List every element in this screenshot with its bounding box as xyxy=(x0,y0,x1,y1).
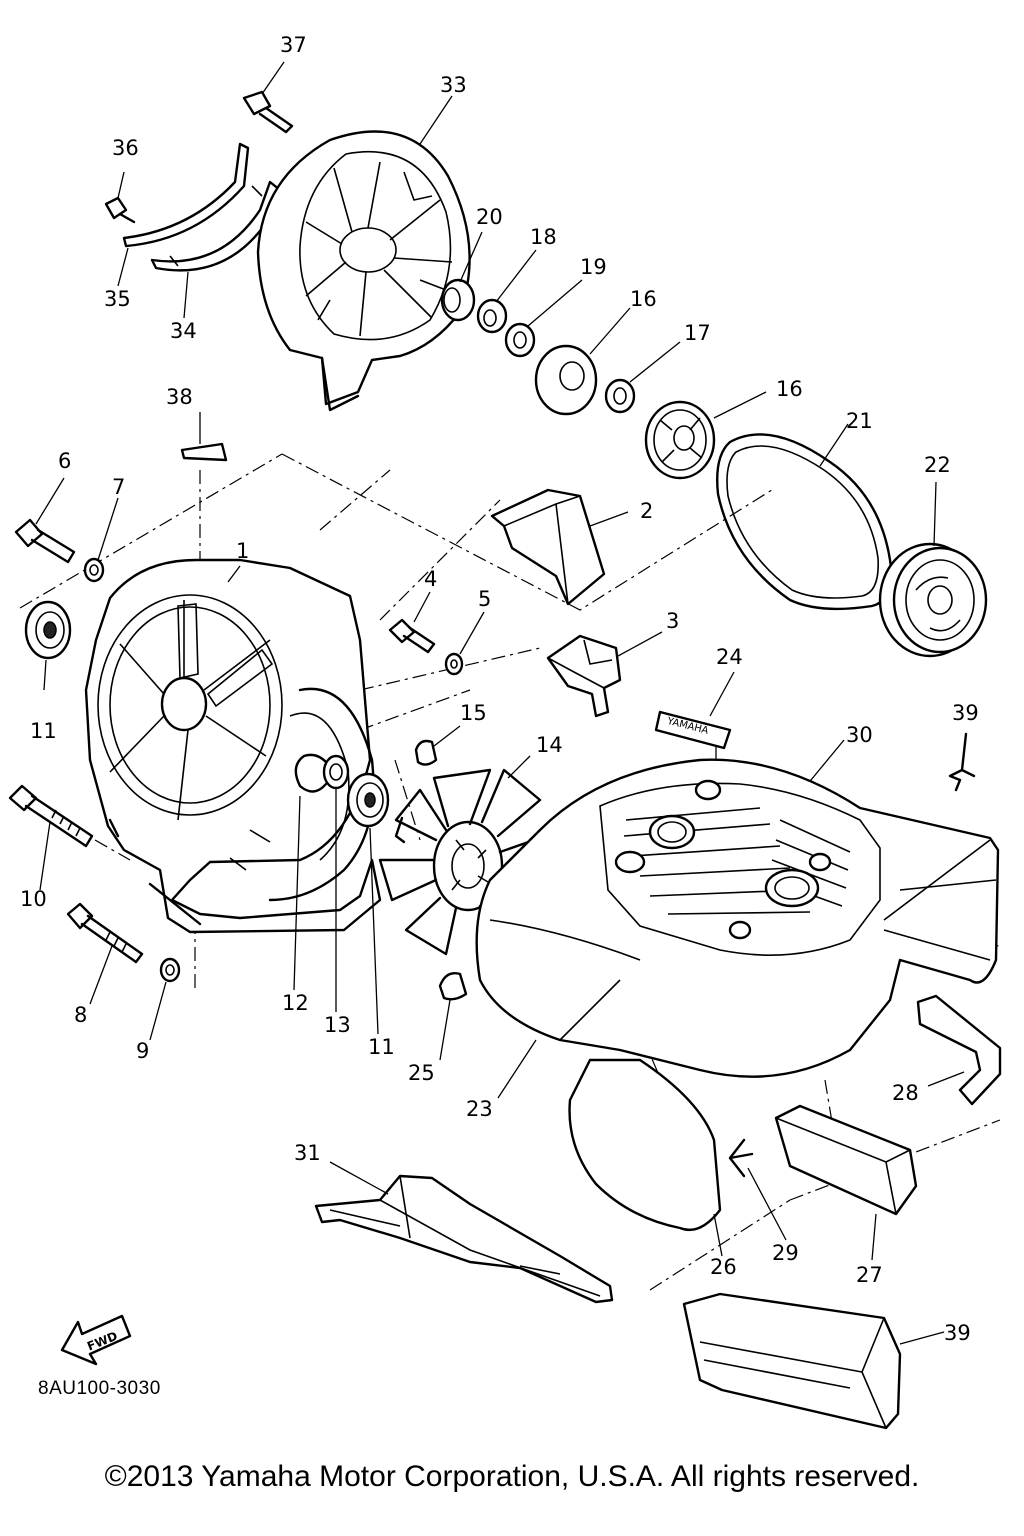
callout-3: 3 xyxy=(666,609,679,633)
callout-7: 7 xyxy=(112,475,125,499)
part-16-pulley-half-b xyxy=(644,391,767,480)
callout-19: 19 xyxy=(580,255,607,279)
part-17-washer xyxy=(604,341,681,414)
callout-34: 35 xyxy=(104,287,131,311)
callout-15: 15 xyxy=(460,701,487,725)
callout-39: 39 xyxy=(944,1321,971,1345)
part-11-bearing-left xyxy=(24,600,72,691)
part-4-bolt xyxy=(388,591,436,654)
part-28-bracket xyxy=(916,994,1002,1106)
callout-25: 25 xyxy=(408,1061,435,1085)
part-12-circlip xyxy=(293,753,328,991)
part-2-duct xyxy=(490,488,629,606)
callout-10: 10 xyxy=(20,887,47,911)
callout-11a: 11 xyxy=(30,719,57,743)
callout-35: 36 xyxy=(112,136,139,160)
part-21-v-belt xyxy=(716,423,893,611)
part-37-clip xyxy=(180,412,228,462)
part-36-bolt xyxy=(242,61,294,134)
callout-2: 2 xyxy=(640,499,653,523)
callout-26: 26 xyxy=(710,1255,737,1279)
callout-32: 33 xyxy=(440,73,467,97)
part-3-bracket xyxy=(546,631,663,718)
callout-29: 29 xyxy=(772,1241,799,1265)
callout-17: 17 xyxy=(684,321,711,345)
part-19-washer xyxy=(504,279,583,358)
part-5-washer xyxy=(444,611,485,676)
callout-23: 23 xyxy=(466,1097,493,1121)
copyright-notice: ©2013 Yamaha Motor Corporation, U.S.A. A… xyxy=(104,1460,920,1493)
callout-36: 37 xyxy=(280,33,307,57)
callout-4: 4 xyxy=(424,567,437,591)
part-1-fan-housing xyxy=(84,558,382,934)
callout-27: 27 xyxy=(856,1263,883,1287)
callout-12: 12 xyxy=(282,991,309,1015)
part-8-bolt xyxy=(66,902,144,1005)
part-10-bolt xyxy=(8,784,94,891)
callout-30: 30 xyxy=(846,723,873,747)
part-26-panel xyxy=(568,1058,723,1257)
part-22-drive-pulley xyxy=(878,481,988,658)
callout-16b: 16 xyxy=(776,377,803,401)
callout-31: 31 xyxy=(294,1141,321,1165)
part-39-rear-duct xyxy=(682,1292,945,1430)
diagram-code: 8AU100-3030 xyxy=(38,1378,161,1399)
callout-6: 6 xyxy=(58,449,71,473)
part-25-key xyxy=(438,972,468,1061)
callout-5: 5 xyxy=(478,587,491,611)
part-35-screw xyxy=(104,171,136,224)
part-16-pulley-half-a xyxy=(534,307,631,416)
callout-16a: 16 xyxy=(630,287,657,311)
callout-22: 22 xyxy=(924,453,951,477)
callout-38: 39 xyxy=(952,701,979,725)
part-6-bolt xyxy=(14,477,76,564)
part-9-washer xyxy=(149,957,181,1041)
callout-14: 14 xyxy=(536,733,563,757)
callout-20: 20 xyxy=(476,205,503,229)
callout-13: 13 xyxy=(324,1013,351,1037)
part-11-bearing-right xyxy=(346,772,390,1035)
fwd-arrow-icon: FWD xyxy=(60,1314,132,1366)
callout-11b: 11 xyxy=(368,1035,395,1059)
part-20-collar xyxy=(440,231,483,322)
part-15-key xyxy=(414,725,461,766)
part-32-fan-cover xyxy=(256,95,471,412)
part-7-washer xyxy=(83,497,119,583)
callout-37: 38 xyxy=(166,385,193,409)
part-29-clip xyxy=(728,1138,787,1241)
callout-24: 24 xyxy=(716,645,743,669)
callout-9: 9 xyxy=(136,1039,149,1063)
callout-1: 1 xyxy=(236,539,249,563)
callout-8: 8 xyxy=(74,1003,87,1027)
part-13-washer xyxy=(322,754,350,1012)
callout-21: 21 xyxy=(846,409,873,433)
callout-33: 34 xyxy=(170,319,197,343)
callout-numbers: 37 33 36 20 18 19 16 17 16 35 34 38 21 2… xyxy=(20,33,979,1345)
part-23-shroud xyxy=(475,758,1000,1099)
callout-28: 28 xyxy=(892,1081,919,1105)
part-27-duct-box xyxy=(774,1104,918,1261)
part-18-ring xyxy=(476,249,537,334)
part-34-strip xyxy=(117,142,250,287)
part-38-pin xyxy=(948,732,976,792)
part-31-under-guard xyxy=(314,1161,614,1304)
callout-18: 18 xyxy=(530,225,557,249)
